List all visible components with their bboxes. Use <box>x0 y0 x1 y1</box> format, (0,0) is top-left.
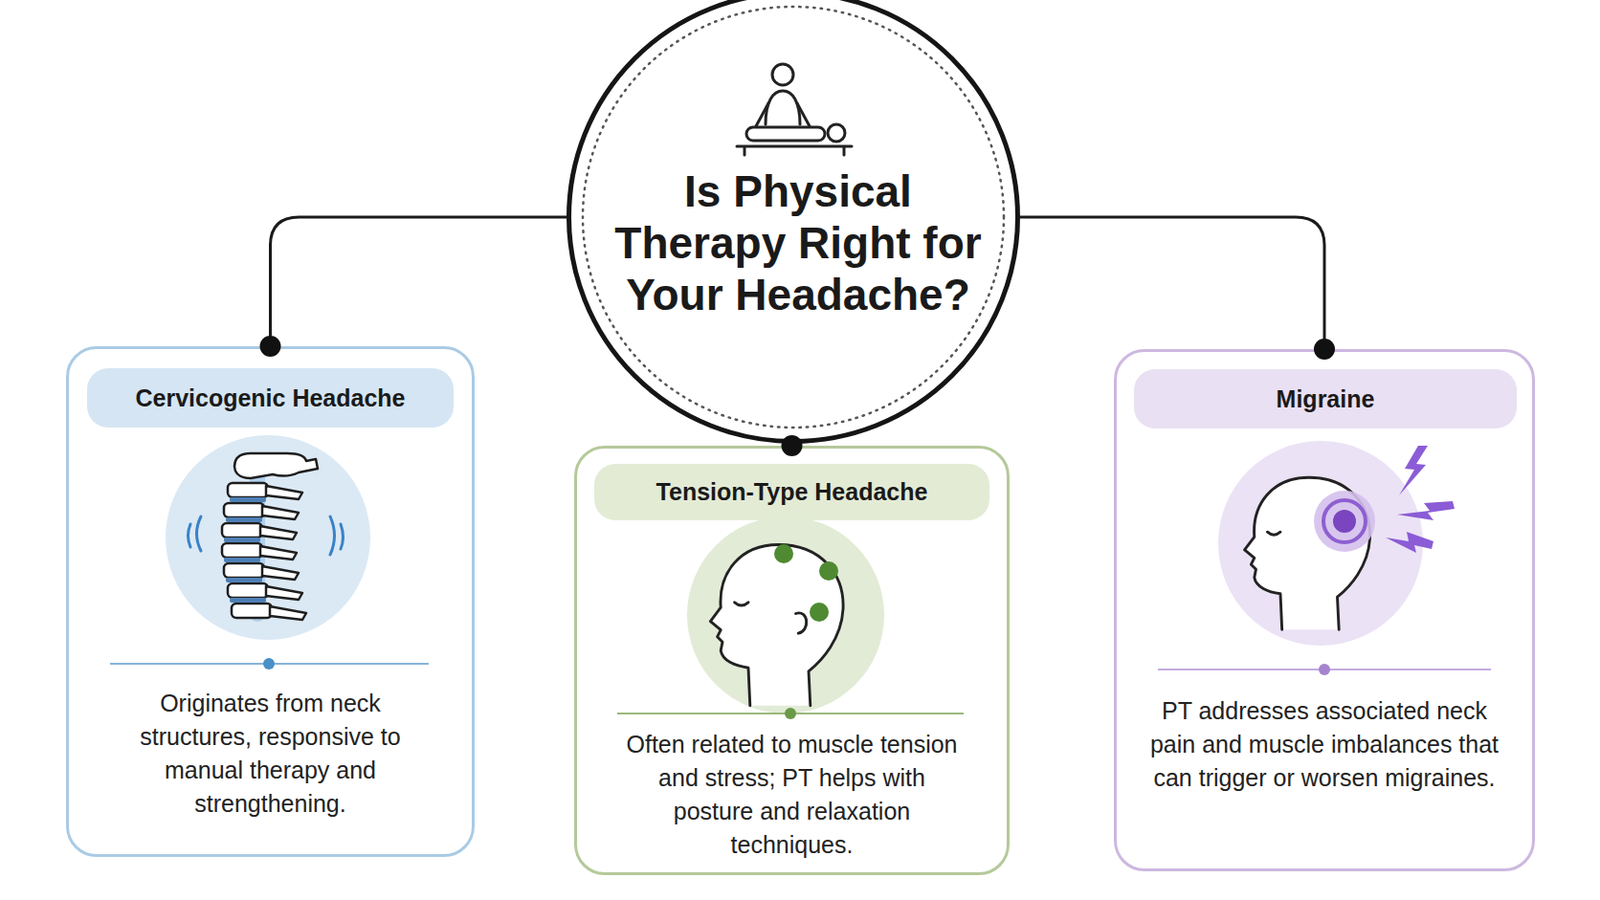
box-description: Originates from neck structures, respons… <box>108 687 434 822</box>
box-heading: Tension-Type Headache <box>594 464 990 521</box>
box-description: PT addresses associated neck pain and mu… <box>1150 694 1500 796</box>
title-text: Is Physical Therapy Right for Your Heada… <box>606 165 990 321</box>
connector <box>1020 217 1335 360</box>
headache-box: Cervicogenic HeadacheOriginates from nec… <box>66 346 475 858</box>
headache-box: Tension-Type HeadacheOften related to mu… <box>574 445 1010 876</box>
connector-line <box>1020 217 1325 350</box>
connector <box>260 217 568 357</box>
box-description: Often related to muscle tension and stre… <box>624 728 960 863</box>
connector-line <box>270 217 568 347</box>
box-heading: Cervicogenic Headache <box>87 368 454 428</box>
headache-box: Migraine PT addresses associated neck pai… <box>1113 349 1535 872</box>
title-circle: Is Physical Therapy Right for Your Heada… <box>566 0 1021 445</box>
box-heading: Migraine <box>1133 369 1517 429</box>
